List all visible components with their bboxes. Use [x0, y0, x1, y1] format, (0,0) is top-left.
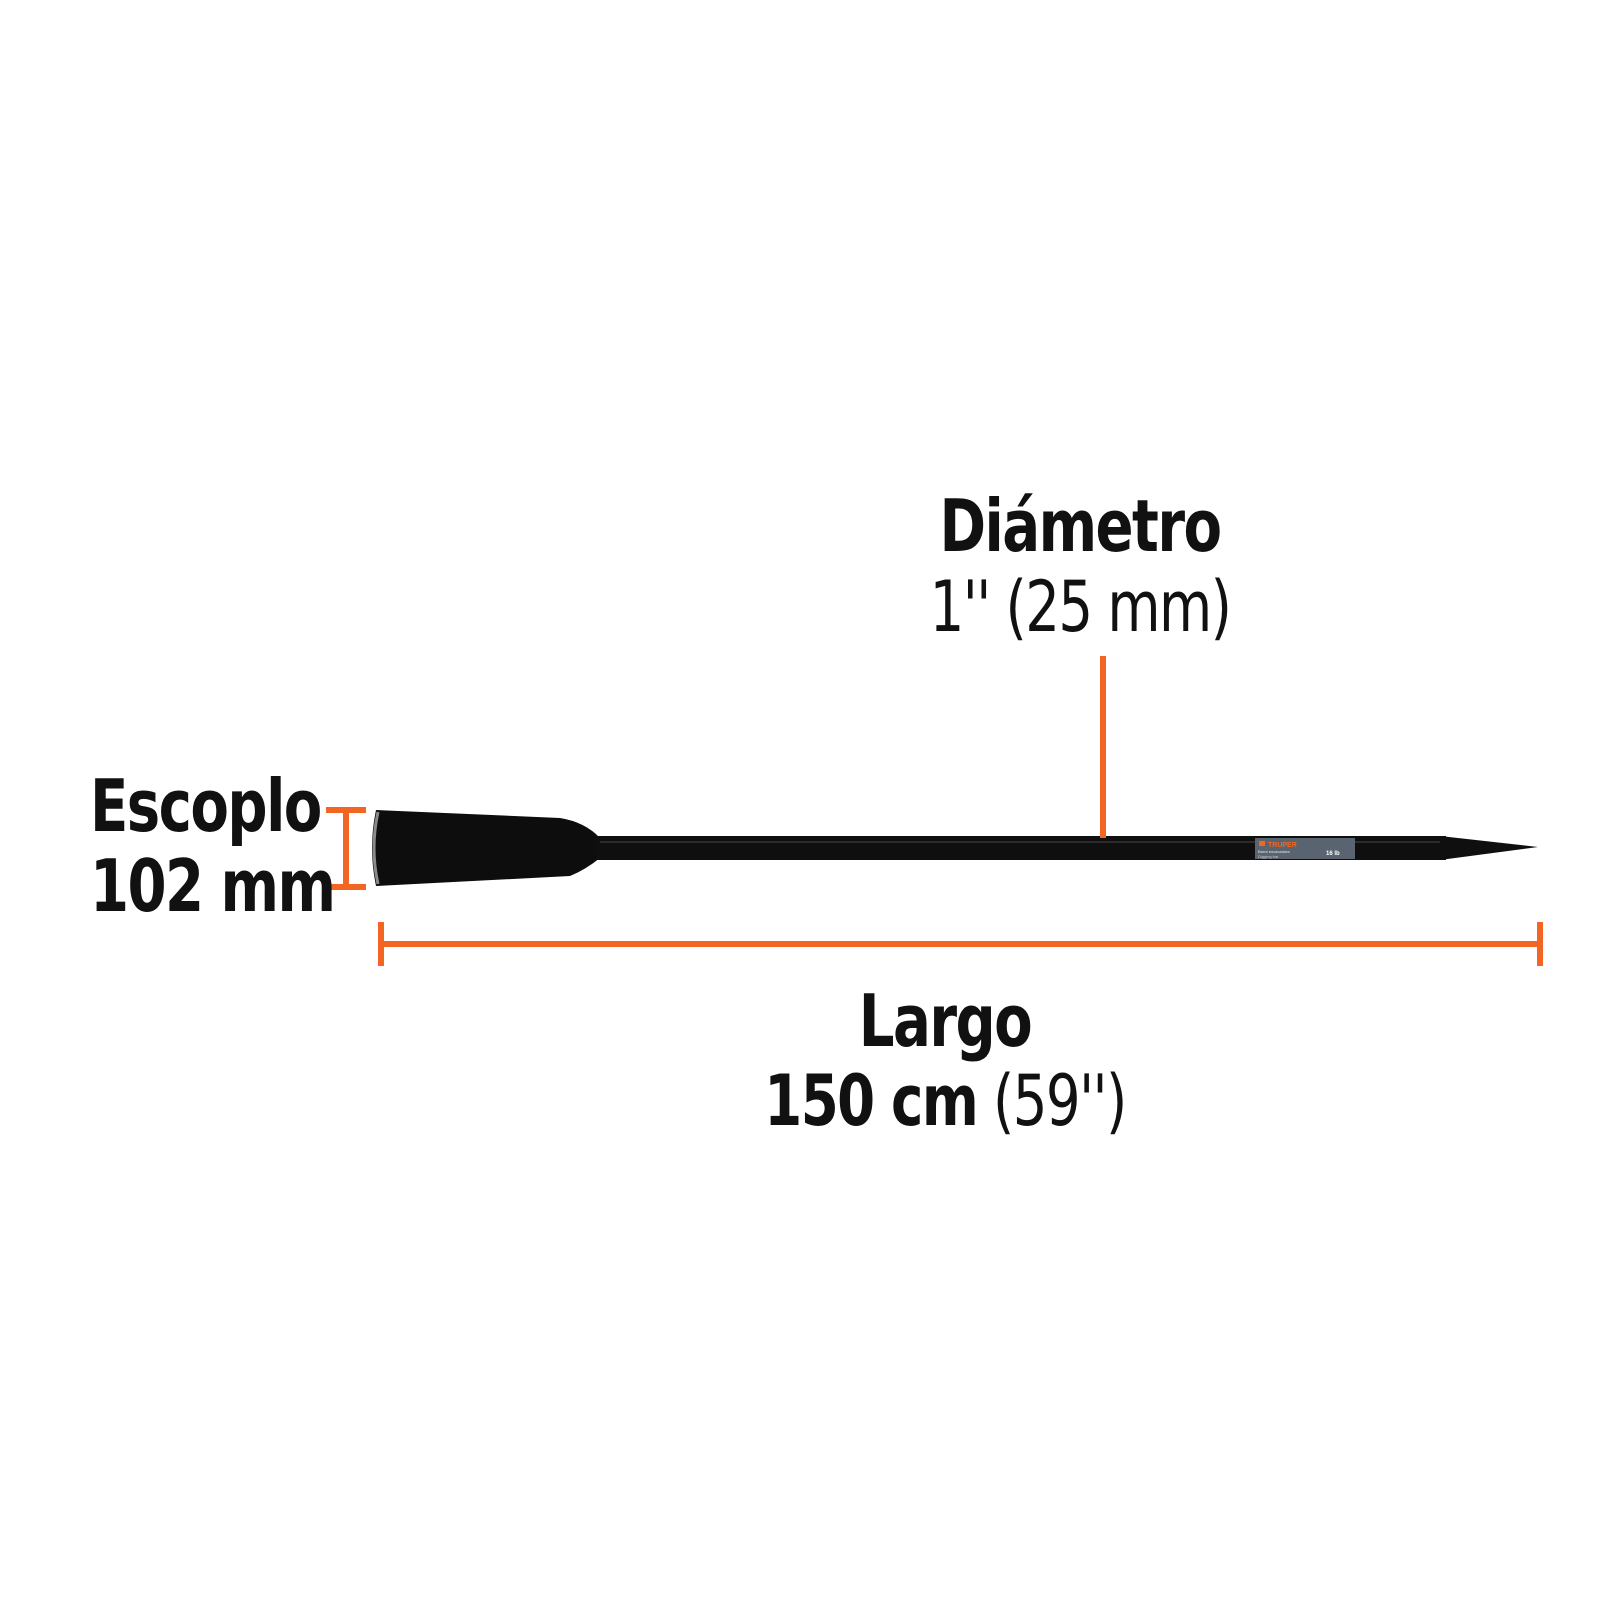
diameter-title: Diámetro [939, 484, 1222, 568]
bar-tip [1440, 836, 1538, 860]
chisel-edge [372, 811, 380, 885]
length-value-metric: 150 cm [764, 1060, 978, 1142]
chisel-blade [372, 810, 600, 886]
product-label: TRUPER Barra excavadora Digging bar 16 l… [1255, 838, 1355, 859]
length-dimension-line [378, 922, 1543, 966]
chisel-value: 102 mm [90, 844, 336, 928]
length-value-imperial: (59'') [992, 1060, 1127, 1142]
product-label-size: 16 lb [1326, 851, 1340, 857]
chisel-title: Escoplo [90, 764, 322, 848]
chisel-dimension-marker [326, 807, 366, 890]
length-title: Largo [858, 979, 1033, 1063]
product-label-subtitle: Digging bar [1258, 854, 1279, 859]
product-label-brand: TRUPER [1268, 842, 1297, 849]
length-value: 150 cm (59'') [750, 1066, 1140, 1136]
diameter-value: 1'' (25 mm) [929, 566, 1232, 648]
product-label-name: Barra excavadora [1258, 849, 1290, 854]
